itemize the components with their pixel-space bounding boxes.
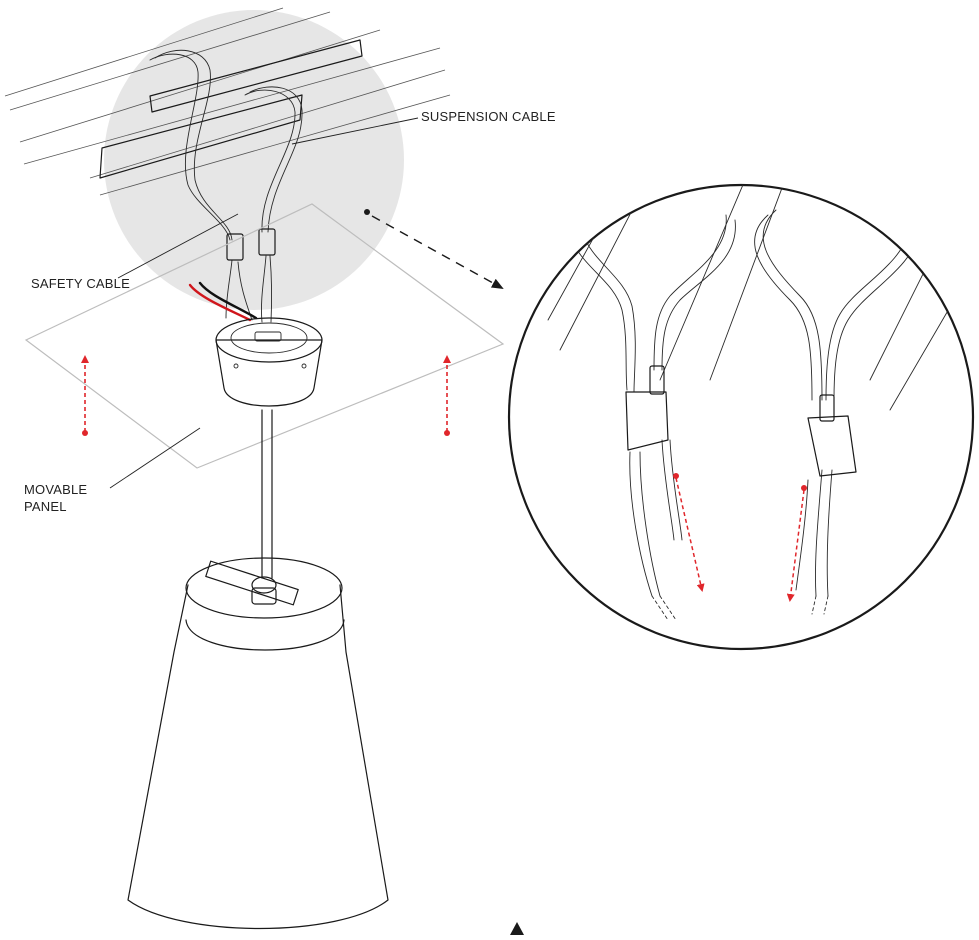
triangle-marker	[510, 922, 524, 935]
red-dot	[82, 430, 88, 436]
movable-panel-label-line1: MOVABLE	[24, 482, 88, 497]
leader-lines	[109, 117, 419, 489]
movable-panel	[24, 203, 505, 469]
detail-pointer-arrow	[371, 215, 504, 289]
highlight-circle	[104, 10, 404, 310]
pointer-dot	[364, 209, 370, 215]
t-bar-rails	[99, 39, 363, 179]
canopy	[215, 317, 323, 407]
feed-wires	[188, 281, 258, 322]
suspension-cable-label: SUSPENSION CABLE	[421, 109, 556, 124]
cable-grippers	[226, 228, 276, 261]
movable-panel-label-line2: PANEL	[24, 499, 67, 514]
movable-panel-label: MOVABLE PANEL	[24, 481, 87, 515]
suspension-cables	[149, 49, 303, 323]
red-up-arrows	[81, 355, 451, 432]
lampshade	[127, 557, 389, 930]
ceiling-grid	[4, 7, 451, 196]
safety-cable-label: SAFETY CABLE	[31, 276, 130, 291]
red-dot	[444, 430, 450, 436]
detail-view	[507, 183, 975, 651]
pendant-rod	[261, 409, 273, 579]
